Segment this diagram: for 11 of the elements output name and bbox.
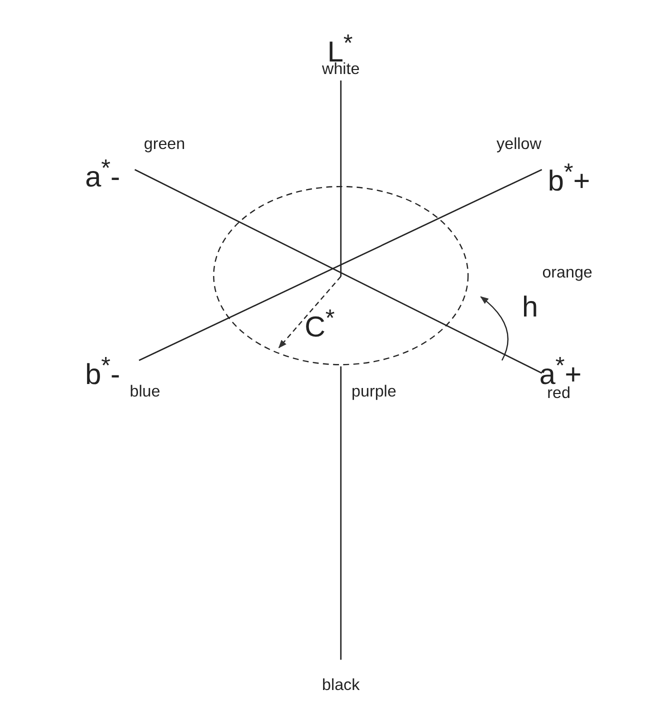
axis-label: b$^{*}$- — [85, 354, 120, 389]
axis-label: h — [522, 292, 538, 322]
color-name: blue — [130, 384, 160, 400]
color-name: yellow — [496, 136, 542, 152]
color-name: green — [144, 136, 186, 152]
axis-label: a$^{*}$- — [85, 156, 120, 192]
axis-label: b$^{*}$+ — [548, 160, 590, 196]
color-name: orange — [542, 265, 592, 282]
axis-label: C$^{*}$ — [304, 306, 335, 342]
color-name: purple — [352, 384, 396, 400]
color-name: black — [322, 677, 360, 694]
